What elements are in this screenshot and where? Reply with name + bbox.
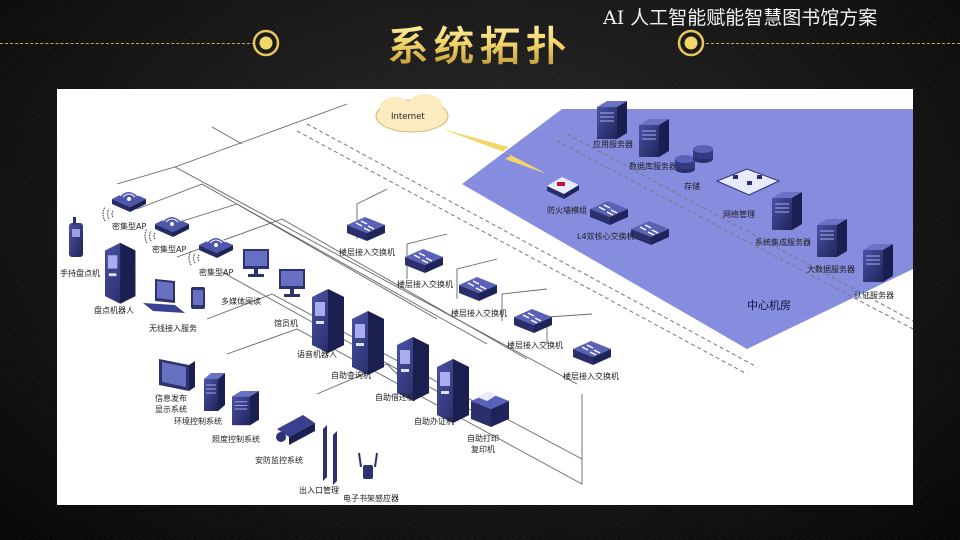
security-camera-icon [276,415,315,445]
header-dashed-line-left [0,43,255,44]
header-dashed-line-right [706,43,960,44]
cloud-label: Internet [391,112,425,122]
info-display-label-2: 显示系统 [155,404,187,414]
bigdata-server-icon [816,218,848,258]
integration-server-icon [771,191,803,231]
app-server-icon [596,100,628,140]
floor-switch-2-label: 楼层接入交换机 [397,279,453,289]
self-print-label-2: 复印机 [471,444,495,454]
floor-switch-5-label: 楼层接入交换机 [563,371,619,381]
self-print-label-1: 自助打印 [467,433,499,443]
self-query-kiosk-icon [352,311,384,375]
internet-cloud-icon [375,94,449,133]
floor-switch-1-icon [346,216,386,242]
ap-2-icon [154,215,190,238]
environment-control-icon [203,372,226,412]
info-display-label-1: 信息发布 [155,393,187,403]
floor-switch-4-icon [513,308,553,334]
ap-2-signal-icon [144,228,156,244]
light-control-label: 照度控制系统 [212,434,260,444]
floor-switch-5-icon [572,340,612,366]
self-borrow-kiosk-icon [397,337,429,401]
printer-icon [471,391,509,427]
integration-server-label: 系统集成服务器 [755,237,811,247]
target-ornament-right-icon [677,29,705,57]
network-management-icon [715,168,781,196]
environment-label: 环境控制系统 [174,416,222,426]
data-center-zone [462,109,913,349]
bigdata-server-label: 大数据服务器 [807,264,855,274]
multimedia-label: 多媒体阅读 [221,296,261,306]
self-borrow-label: 自助借还机 [375,392,415,402]
target-ornament-left-icon [252,29,280,57]
app-server-label: 应用服务器 [593,139,633,149]
multimedia-monitor-icon [243,249,269,277]
core-switch-label: L4双核心交换机 [577,231,635,241]
db-server-icon [638,118,670,158]
shelf-sensor-label: 电子书架感应器 [343,493,399,503]
librarian-label: 馆员机 [274,318,298,328]
librarian-monitor-icon [279,269,305,297]
gate-icon [323,425,337,485]
light-control-icon [231,390,260,426]
watermark-text: AI 人工智能赋能智慧图书馆方案 [603,7,878,29]
wireless-label: 无线接入服务 [149,323,197,333]
handheld-scanner-icon [69,217,83,257]
self-query-label: 自助查询机 [331,370,371,380]
ap-3-label: 密集型AP [199,267,233,277]
floor-switch-3-icon [458,276,498,302]
inventory-robot-icon [105,242,136,304]
storage-label: 存储 [684,181,700,191]
auth-server-icon [862,243,894,283]
info-display-icon [159,359,195,391]
gate-label: 出入口管理 [299,485,339,495]
floor-switch-3-label: 楼层接入交换机 [451,308,507,318]
self-card-kiosk-icon [437,359,469,423]
voice-robot-icon [312,289,344,353]
security-label: 安防监控系统 [255,455,303,465]
laptop-icon [143,279,205,313]
backbone-dashed-links [296,123,913,375]
voice-robot-label: 语音机器人 [297,349,337,359]
floor-switch-4-label: 楼层接入交换机 [507,340,563,350]
db-server-label: 数据库服务器 [629,161,677,171]
firewall-label: 防火墙模组 [547,205,587,215]
zone-label: 中心机房 [747,298,791,312]
ap-1-icon [111,190,147,213]
ap-3-signal-icon [188,250,200,266]
floor-switch-1-label: 楼层接入交换机 [339,247,395,257]
floor-switch-2-icon [404,248,444,274]
topology-diagram: 中心机房 Internet 应用服务器 数据库服务器 [57,89,913,505]
slide-title: 系统拓扑 [340,14,620,72]
ap-1-label: 密集型AP [112,221,146,231]
ap-1-signal-icon [102,206,114,222]
ap-3-icon [198,236,234,259]
network-management-label: 网络管理 [723,209,755,219]
handheld-label: 手持盘点机 [60,268,100,278]
inventory-robot-label: 盘点机器人 [94,305,134,315]
auth-server-label: 认证服务器 [854,290,894,300]
self-card-label: 自助办证机 [414,416,454,426]
shelf-sensor-icon [358,452,378,479]
firewall-icon [547,177,579,199]
storage-icon [675,145,713,173]
internet-link-bolt-icon [442,129,547,174]
ap-2-label: 密集型AP [152,244,186,254]
